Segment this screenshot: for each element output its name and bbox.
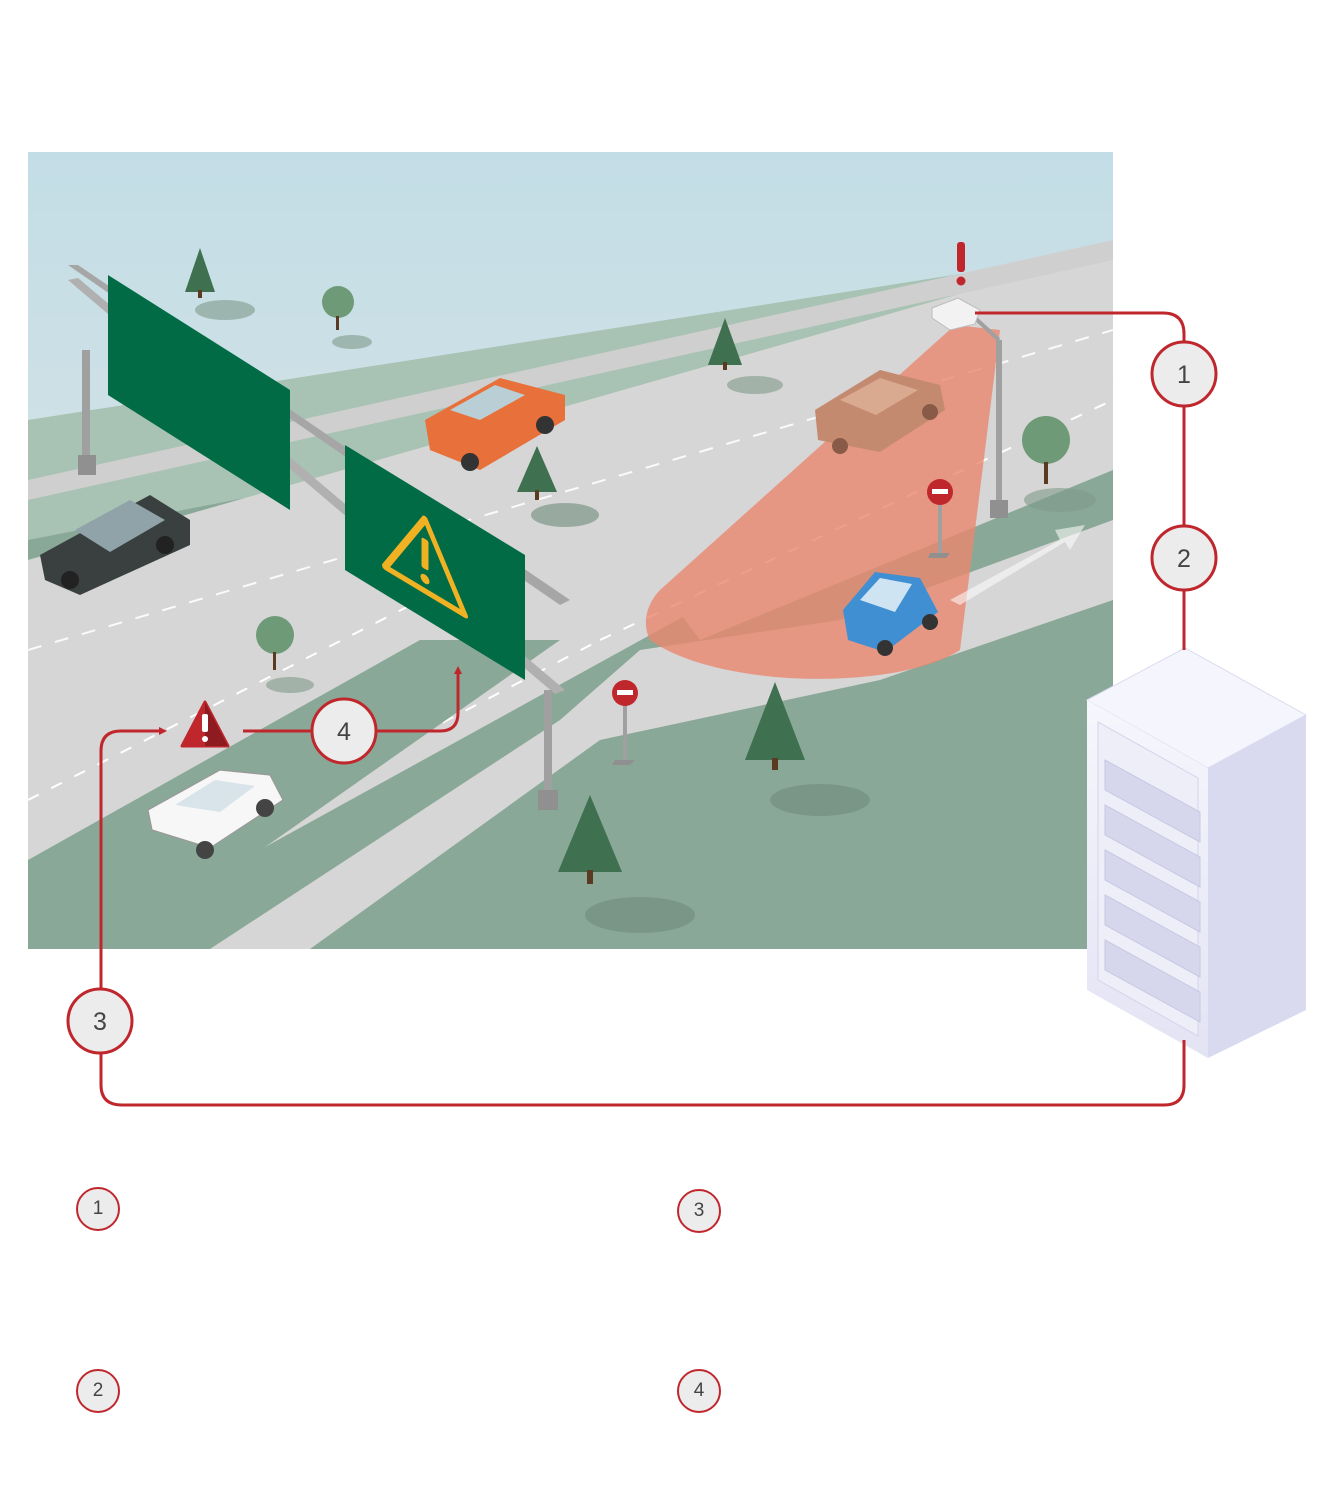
vehicle-to-sign-line (243, 666, 462, 733)
flow-lines (99, 311, 1186, 1107)
exclamation-icon (956, 242, 966, 286)
warning-triangle-icon (382, 515, 468, 619)
suv-in-detection-zone (815, 370, 945, 454)
tree-icon (517, 446, 599, 527)
server-to-vehicle-line (99, 727, 1186, 1107)
tree-icon (708, 318, 783, 394)
step-2-marker: 2 (1150, 524, 1218, 592)
step-3-marker: 3 (66, 987, 134, 1055)
step-1-marker: 1 (1150, 340, 1218, 408)
tree-icon (185, 248, 255, 320)
step-4-marker: 4 (310, 697, 378, 765)
legend-marker-2: 2 (76, 1369, 120, 1413)
white-car (147, 769, 284, 859)
no-entry-sign-icon (927, 479, 953, 558)
warning-triangle-icon (180, 700, 230, 748)
legend-number: 4 (693, 1380, 705, 1401)
legend-number: 2 (92, 1380, 104, 1401)
sensor-to-server-line (975, 311, 1186, 650)
legend-marker-3: 3 (677, 1189, 721, 1233)
black-sedan (40, 495, 190, 595)
wrong-way-blue-car (843, 572, 938, 656)
no-entry-sign-icon (612, 680, 638, 765)
step-4-number: 4 (337, 718, 351, 746)
road-scene (28, 152, 1113, 949)
tree-icon (558, 795, 695, 933)
step-3-number: 3 (93, 1008, 107, 1036)
tree-icon (745, 682, 870, 816)
detection-sensor (931, 297, 1008, 518)
overhead-warning-sign (345, 445, 525, 680)
step-2-number: 2 (1177, 545, 1191, 573)
legend-number: 1 (92, 1198, 104, 1219)
tree-icon (322, 286, 372, 349)
legend-marker-4: 4 (677, 1369, 721, 1413)
legend-number: 3 (693, 1200, 705, 1221)
overhead-sign (108, 275, 290, 510)
legend-marker-1: 1 (76, 1187, 120, 1231)
step-1-number: 1 (1177, 361, 1191, 389)
server-rack (1085, 647, 1308, 1058)
tree-icon (1022, 416, 1096, 512)
orange-pickup (425, 378, 565, 471)
tree-icon (256, 616, 314, 693)
